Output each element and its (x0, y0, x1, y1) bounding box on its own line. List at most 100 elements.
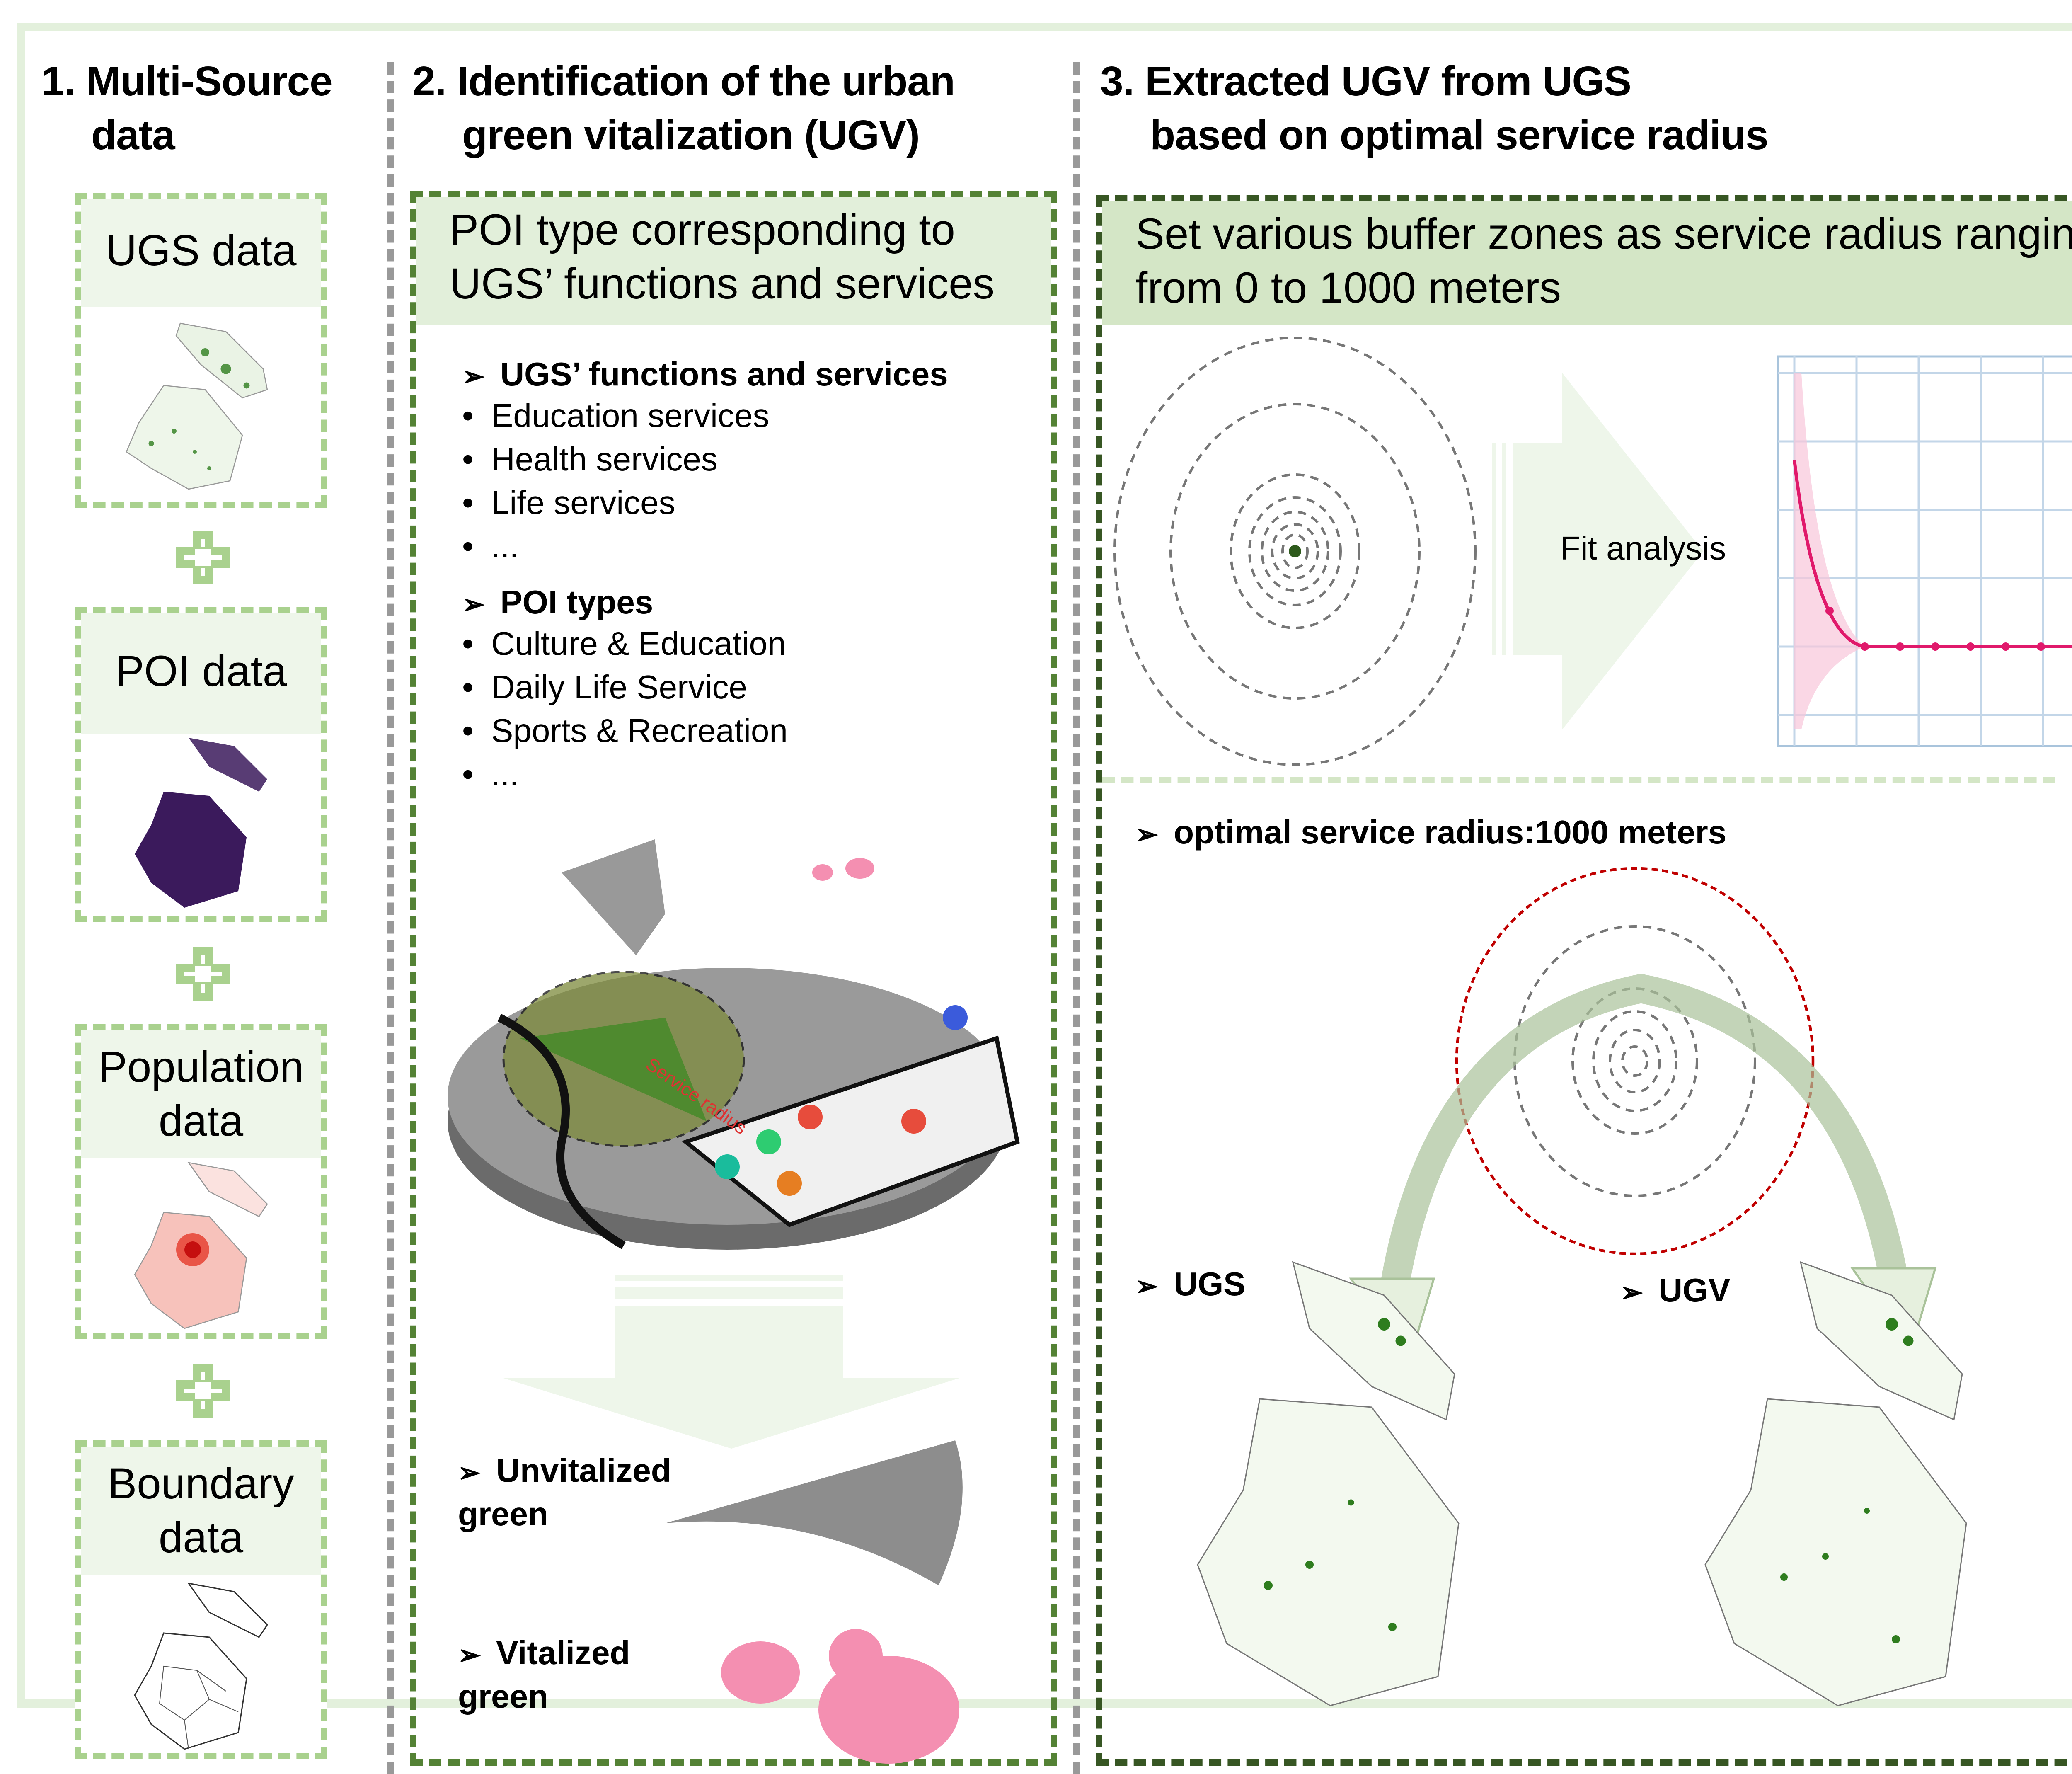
bullet-icon: • (462, 531, 474, 566)
group2-items: •Culture & Education•Daily Life Service•… (462, 624, 1042, 798)
arrow-bullet-icon: ➢ (462, 361, 485, 392)
unvitalized-green-shape (665, 1440, 963, 1585)
bullet-icon: • (462, 715, 474, 750)
list-item: • Education services (462, 396, 1042, 439)
fit-chart (1777, 355, 2072, 747)
data-point (1966, 642, 1975, 651)
list-item: • Sports & Recreation (462, 711, 1042, 754)
column-3-title: 3. Extracted UGV from UGS based on optim… (1100, 56, 1769, 164)
list-item-text: Life services (491, 487, 675, 522)
plus-icon (176, 1364, 230, 1418)
column-1-title-line2: data (91, 114, 175, 160)
plus-icon (176, 531, 230, 584)
arrow-bullet-icon: ➢ (458, 1457, 481, 1488)
poi-map-thumbnail (135, 738, 267, 908)
list-item: •Culture & Education (462, 624, 1042, 667)
down-arrow-icon (503, 1275, 959, 1449)
list-heading: ➢ UGS’ functions and services (462, 359, 1042, 396)
data-point (1825, 606, 1834, 615)
data-point (1896, 642, 1904, 651)
unvitalized-green-label: ➢ Unvitalized green (458, 1451, 707, 1538)
curved-arrows (1378, 974, 1908, 1302)
list-item-text: Education services (491, 400, 770, 435)
ugv-map (1704, 1261, 1967, 1706)
bullet-icon: • (462, 444, 474, 479)
group2-title: POI types (500, 586, 654, 622)
vitalized-green-shape (721, 1629, 959, 1764)
list-heading: ➢ POI types (462, 586, 1042, 624)
panel-3-header: Set various buffer zones as service radi… (1102, 201, 2072, 325)
list-item: •... (462, 754, 1042, 798)
source-card-label: Population data (81, 1030, 321, 1158)
chart-frame (1777, 355, 2072, 747)
bullet-icon: • (462, 671, 474, 707)
panel-ugv-extraction: Set various buffer zones as service radi… (1096, 195, 2072, 1766)
list-item: •... (462, 526, 1042, 570)
ugs-map-label: ➢ UGS (1135, 1268, 1246, 1306)
ugs-map-thumbnail (126, 322, 268, 490)
arrow-bullet-icon: ➢ (1135, 819, 1158, 850)
ugs-text: UGS (1174, 1268, 1246, 1304)
bullet-icon: • (462, 759, 474, 794)
diagram-stage: 1. Multi-Source data 2. Identification o… (17, 23, 2072, 1774)
optimal-radius-diagram (1349, 867, 1937, 1364)
column-3-title-line1: 3. Extracted UGV from UGS (1100, 60, 1631, 106)
confidence-band (1794, 373, 1865, 729)
ugv-map-label: ➢ UGV (1620, 1275, 1731, 1312)
arrow-bullet-icon: ➢ (462, 589, 485, 620)
list-item: • Daily Life Service (462, 667, 1042, 711)
column-2-title: 2. Identification of the urban green vit… (412, 56, 955, 164)
column-2-title-line2: green vitalization (UGV) (462, 114, 920, 160)
unvitalized-text: Unvitalized green (458, 1455, 671, 1534)
ugs-map (1197, 1261, 1460, 1706)
data-point (2002, 642, 2010, 651)
optimal-radius-ring (1455, 867, 1815, 1255)
source-card-label: POI data (81, 613, 321, 734)
boundary-map-thumbnail (134, 1582, 268, 1750)
column-1-title: 1. Multi-Source data (41, 56, 333, 164)
buffer-rings (1113, 337, 1477, 766)
optimal-radius-text: optimal service radius:1000 meters (1174, 817, 1727, 852)
urban-green-illustration: Service radius (448, 839, 1020, 1250)
list-item-text: ... (491, 531, 519, 566)
group1-title: UGS’ functions and services (500, 359, 948, 394)
source-card-label: Boundary data (81, 1447, 321, 1575)
column-separator (1073, 62, 1080, 1774)
list-item-text: Health services (491, 444, 718, 479)
source-card-poi: POI data (75, 607, 327, 922)
fit-arrow (1492, 373, 1703, 729)
list-item-text: ... (491, 759, 519, 794)
data-point (1861, 642, 1869, 651)
buffer-zones-and-fit: Fit analysis (1113, 337, 2072, 766)
column-2-title-line1: 2. Identification of the urban (412, 60, 955, 106)
arrow-bullet-icon: ➢ (1135, 1270, 1158, 1301)
ugv-text: UGV (1658, 1275, 1731, 1310)
bullet-icon: • (462, 400, 474, 435)
list-item: • Life services (462, 483, 1042, 526)
vitalized-green-label: ➢ Vitalized green (458, 1633, 707, 1720)
source-card-label: UGS data (81, 199, 321, 307)
panel-2-header: POI type corresponding to UGS’ functions… (416, 197, 1051, 325)
plus-icon (176, 947, 230, 1001)
population-map-thumbnail (134, 1162, 268, 1329)
column-3-title-line2: based on optimal service radius (1150, 114, 1769, 160)
bullet-icon: • (462, 628, 474, 663)
source-card-boundary: Boundary data (75, 1440, 327, 1759)
column-separator (387, 62, 394, 1774)
center-point (1289, 545, 1301, 557)
arrow-bullet-icon: ➢ (458, 1639, 481, 1670)
source-card-population: Population data (75, 1024, 327, 1339)
column-1-title-line1: 1. Multi-Source (41, 60, 333, 106)
data-point (2037, 642, 2045, 651)
fit-line (1793, 460, 2072, 648)
fit-analysis-label: Fit analysis (1560, 530, 1726, 567)
arrow-bullet-icon: ➢ (1620, 1277, 1643, 1308)
section-divider (1102, 777, 2055, 783)
panel-ugv-identification: POI type corresponding to UGS’ functions… (410, 191, 1057, 1766)
bullet-icon: • (462, 487, 474, 522)
data-point (1931, 642, 1939, 651)
ugs-functions-list: ➢ UGS’ functions and services • Education… (462, 359, 1042, 798)
list-item-text: Daily Life Service (491, 671, 748, 707)
source-card-ugs: UGS data (75, 193, 327, 508)
list-item-text: Sports & Recreation (491, 715, 788, 750)
